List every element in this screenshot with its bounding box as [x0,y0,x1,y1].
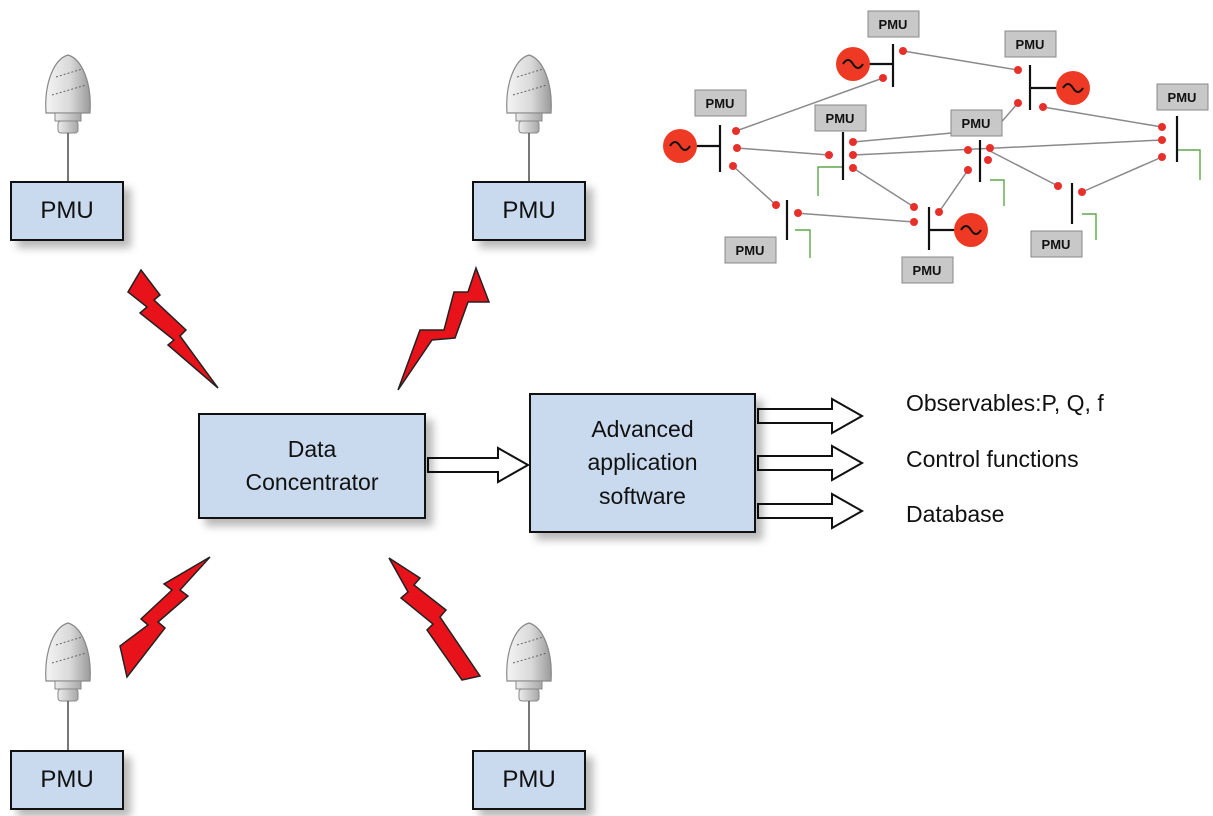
pmu-box: PMU [472,750,586,810]
lightning-bolt-icon [119,556,211,679]
grid-pmu-label: PMU [1004,30,1057,58]
pmu-label: PMU [40,197,94,224]
svg-text:PMU: PMU [879,17,908,32]
pmu-box: PMU [10,750,124,810]
svg-text:PMU: PMU [736,243,765,258]
grid-pmu-label: PMU [901,256,954,284]
data-concentrator-box: Data Concentrator [198,413,426,519]
power-grid-network: PMU PMU PMU PMU PMU PMU PMU PMU PMU [663,10,1209,284]
lightning-bolt-icon [397,265,491,391]
svg-text:PMU: PMU [1168,90,1197,105]
ac-generator-icon [954,213,988,247]
gps-antenna-icon [506,54,552,182]
ac-generator-icon [836,47,870,81]
output-control-functions-label: Control functions [906,446,1079,472]
bus-bars [695,44,1179,250]
lightning-bolt-icon [127,268,219,389]
grid-pmu-label: PMU [867,10,920,38]
output-database-label: Database [906,501,1005,527]
transmission-lines [732,50,1163,223]
grid-pmu-label: PMU [1156,83,1209,111]
software-line-1: Advanced [591,415,694,442]
hollow-arrow-icon [757,444,865,482]
data-concentrator-line-2: Concentrator [245,469,379,495]
svg-text:PMU: PMU [1042,237,1071,252]
grid-nodes [729,47,1166,226]
svg-text:PMU: PMU [962,116,991,131]
advanced-application-software-box: Advanced application software [529,393,756,533]
software-line-3: software [599,482,686,509]
svg-text:PMU: PMU [1016,37,1045,52]
gps-antenna-icon [506,622,552,750]
hollow-arrow-icon [757,397,865,435]
data-concentrator-line-1: Data [287,435,337,462]
pmu-box: PMU [10,181,124,241]
pmu-label: PMU [502,766,556,793]
load-arrows [795,149,1201,258]
software-line-2: application [587,449,698,476]
svg-text:PMU: PMU [913,263,942,278]
hollow-arrow-icon [757,492,865,530]
hollow-arrow-icon [427,446,531,484]
grid-pmu-label: PMU [1030,230,1083,258]
pmu-label: PMU [502,197,556,224]
ac-generator-icon [1056,71,1090,105]
grid-pmu-label: PMU [950,109,1003,137]
pmu-label: PMU [40,766,94,793]
gps-antenna-icon [45,622,91,750]
ac-generator-icon [663,129,697,163]
lightning-bolt-icon [388,557,482,681]
output-observables-label: Observables:P, Q, f [906,390,1104,416]
svg-text:PMU: PMU [826,111,855,126]
pmu-box: PMU [472,181,586,241]
grid-pmu-label: PMU [694,89,747,117]
gps-antenna-icon [45,54,91,182]
grid-pmu-label: PMU [724,236,777,264]
grid-pmu-label: PMU [814,104,867,132]
grid-pmu-labels: PMU PMU PMU PMU PMU PMU PMU PMU PMU [694,10,1209,284]
svg-text:PMU: PMU [706,96,735,111]
